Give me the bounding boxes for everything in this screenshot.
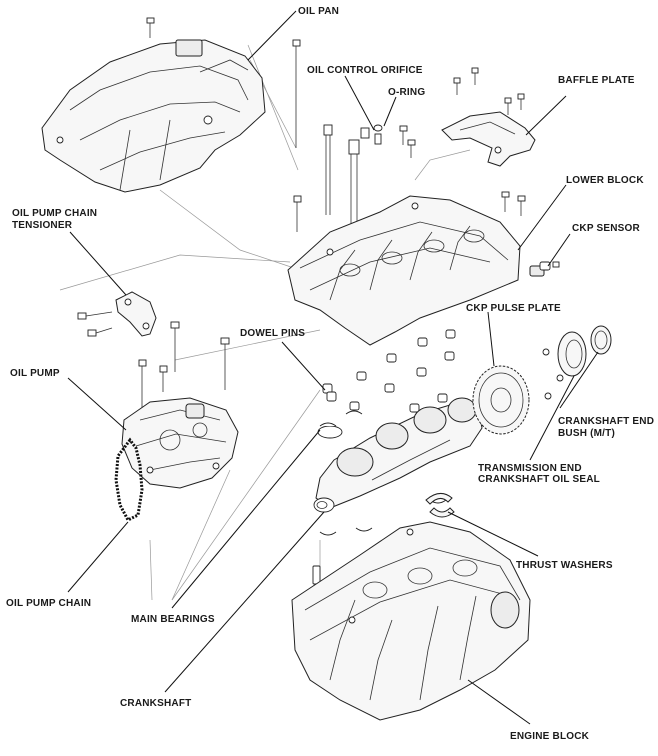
main-bearings-label: MAIN BEARINGS bbox=[131, 614, 215, 625]
lower-block-part bbox=[287, 195, 521, 346]
transmission-end-oil-seal-label-line1: TRANSMISSION END bbox=[478, 463, 582, 474]
ckp-pulse-plate-label: CKP PULSE PLATE bbox=[466, 303, 561, 314]
oil-control-orifice-part bbox=[360, 124, 383, 145]
oil-pump-chain-tensioner-part bbox=[77, 291, 157, 337]
lower-block-label: LOWER BLOCK bbox=[566, 175, 644, 186]
oil-pump-chain-tensioner-label-line1: OIL PUMP CHAIN bbox=[12, 208, 97, 219]
crankshaft-part bbox=[313, 397, 483, 513]
oil-pump-bolts bbox=[138, 321, 230, 408]
crankshaft-end-bush-part bbox=[590, 325, 612, 355]
engine-block-part bbox=[291, 521, 531, 721]
oil-pump-chain-part bbox=[114, 437, 144, 522]
oil-pump-chain-label: OIL PUMP CHAIN bbox=[6, 598, 91, 609]
oil-pan-label: OIL PAN bbox=[298, 6, 339, 17]
oil-pump-label: OIL PUMP bbox=[10, 368, 60, 379]
dowel-pins-part bbox=[322, 383, 337, 402]
transmission-end-oil-seal-part bbox=[557, 331, 587, 377]
crankshaft-label: CRANKSHAFT bbox=[120, 698, 191, 709]
oil-control-orifice-label: OIL CONTROL ORIFICE bbox=[307, 65, 423, 76]
o-ring-label: O-RING bbox=[388, 87, 425, 98]
long-bolts bbox=[292, 39, 360, 232]
oil-pan-part bbox=[41, 39, 266, 193]
baffle-plate-label: BAFFLE PLATE bbox=[558, 75, 635, 86]
oil-pan-bolt bbox=[146, 17, 155, 38]
small-bolts-top bbox=[399, 67, 525, 158]
dowel-pins-label: DOWEL PINS bbox=[240, 328, 305, 339]
oil-pump-chain-tensioner-label-line2: TENSIONER bbox=[12, 220, 73, 231]
thrust-washers-label: THRUST WASHERS bbox=[516, 560, 613, 571]
lower-block-bolts bbox=[501, 191, 526, 216]
engine-block-label: ENGINE BLOCK bbox=[510, 731, 590, 742]
main-bearings-upper bbox=[349, 329, 456, 413]
transmission-end-oil-seal-label-line2: CRANKSHAFT OIL SEAL bbox=[478, 474, 600, 485]
baffle-plate-part bbox=[441, 111, 536, 167]
labels: OIL PAN OIL CONTROL ORIFICE O-RING BAFFL… bbox=[6, 6, 654, 742]
thrust-washers-part bbox=[425, 493, 455, 518]
ckp-sensor-part bbox=[529, 261, 560, 277]
crankshaft-end-bush-label-line2: BUSH (M/T) bbox=[558, 428, 615, 439]
oil-pump-part bbox=[121, 397, 239, 489]
ckp-pulse-plate-part bbox=[472, 348, 564, 435]
crankshaft-end-bush-label-line1: CRANKSHAFT END bbox=[558, 416, 654, 427]
leader-lines bbox=[67, 10, 599, 725]
ckp-sensor-label: CKP SENSOR bbox=[572, 223, 641, 234]
